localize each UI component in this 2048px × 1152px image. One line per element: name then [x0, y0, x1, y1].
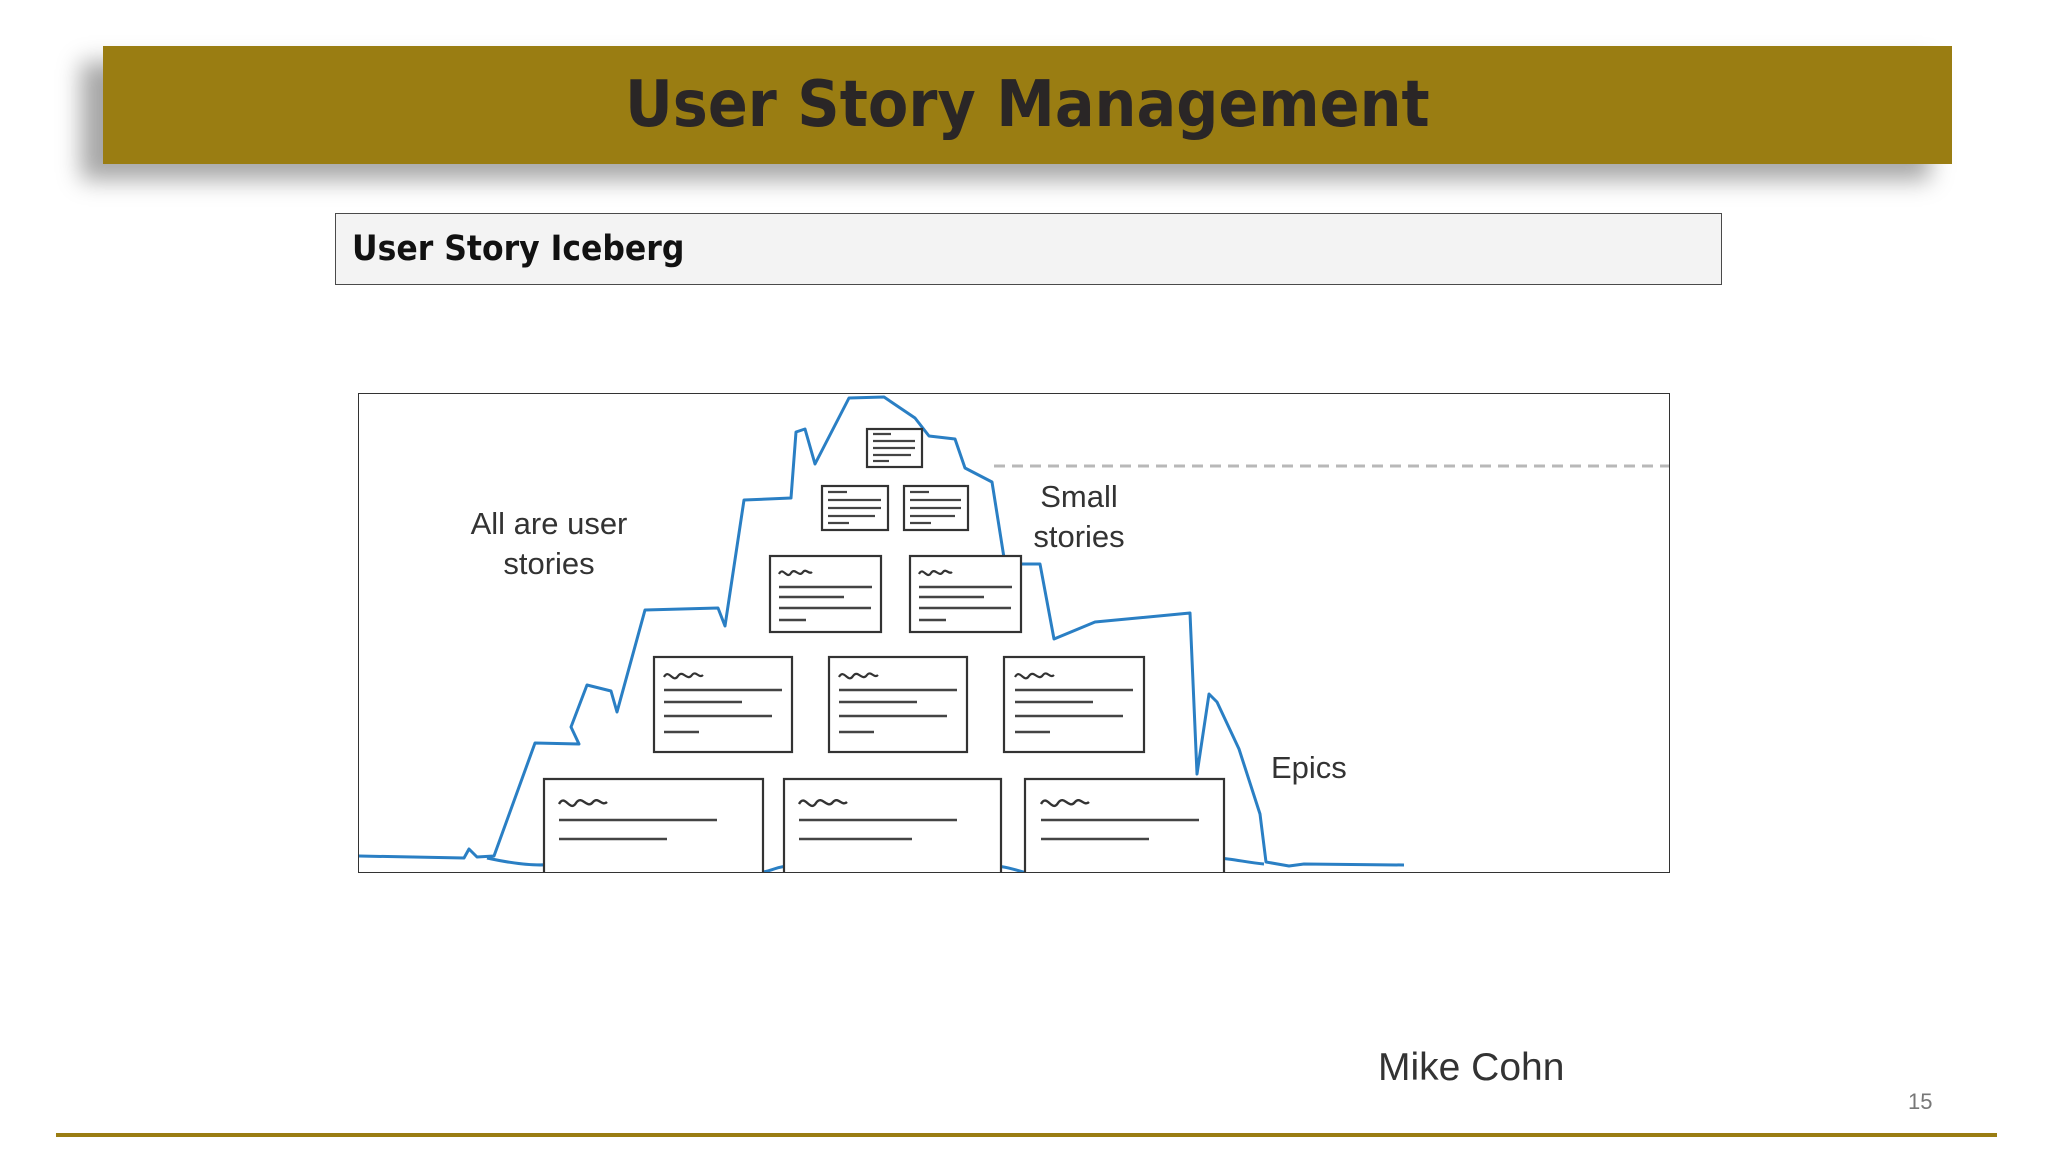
label-all-user-stories-line1: All are user	[470, 506, 628, 541]
title-banner: User Story Management	[103, 46, 1952, 164]
slide-subtitle: User Story Iceberg	[352, 229, 685, 269]
label-small-stories-line1: Small	[1040, 479, 1118, 514]
story-card-tier5	[542, 777, 1226, 872]
iceberg-figure: All are user stories Small stories Epics	[358, 393, 1670, 873]
credit-author: Mike Cohn	[1378, 1046, 1565, 1089]
label-all-user-stories: All are user stories	[449, 504, 649, 584]
bottom-rule	[56, 1133, 1997, 1137]
iceberg-diagram	[359, 395, 1669, 872]
iceberg-outline	[359, 395, 1405, 868]
label-epics: Epics	[1271, 750, 1347, 785]
label-small-stories: Small stories	[1019, 477, 1139, 557]
label-all-user-stories-line2: stories	[503, 546, 595, 581]
story-card-tier3	[768, 554, 1023, 634]
slide-title: User Story Management	[625, 68, 1430, 142]
story-card-tier4	[652, 655, 1146, 754]
subtitle-box: User Story Iceberg	[335, 213, 1722, 285]
page-number: 15	[1908, 1089, 1933, 1114]
label-small-stories-line2: stories	[1033, 519, 1125, 554]
